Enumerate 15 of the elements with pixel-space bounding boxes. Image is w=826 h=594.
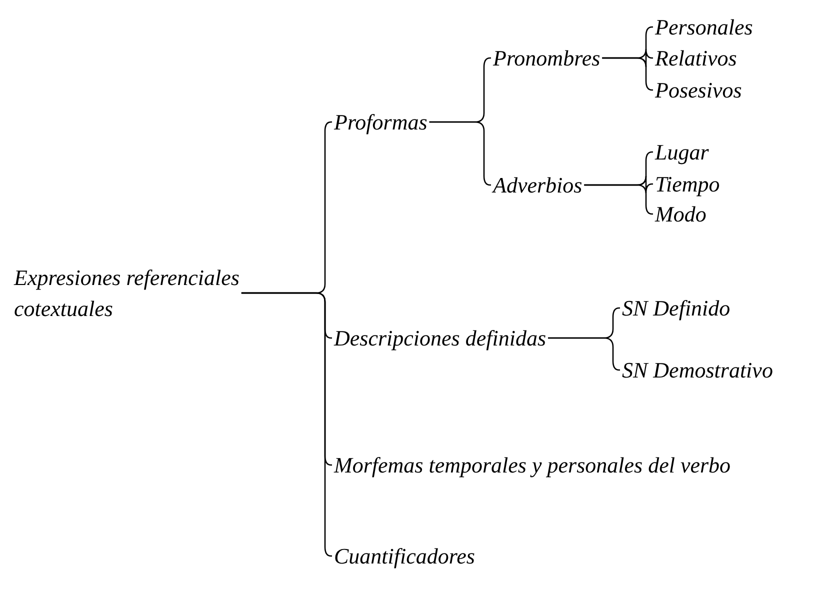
category-label: Descripciones definidas (334, 322, 546, 354)
category-label: Lugar (655, 136, 709, 168)
category-label: SN Definido (622, 292, 730, 324)
category-label: Personales (655, 12, 753, 42)
category-label: Relativos (655, 42, 737, 74)
category-label: Expresiones referenciales cotextuales (14, 262, 304, 324)
category-label: Cuantificadores (334, 540, 475, 572)
category-label: Tiempo (655, 168, 720, 200)
category-label: Proformas (334, 106, 428, 138)
category-label: Morfemas temporales y personales del verbo (334, 450, 731, 480)
category-label: Adverbios (493, 170, 582, 200)
category-label: Posesivos (655, 74, 742, 106)
category-label: Modo (655, 198, 706, 230)
category-label: Pronombres (493, 42, 600, 74)
category-label: SN Demostrativo (622, 354, 773, 386)
